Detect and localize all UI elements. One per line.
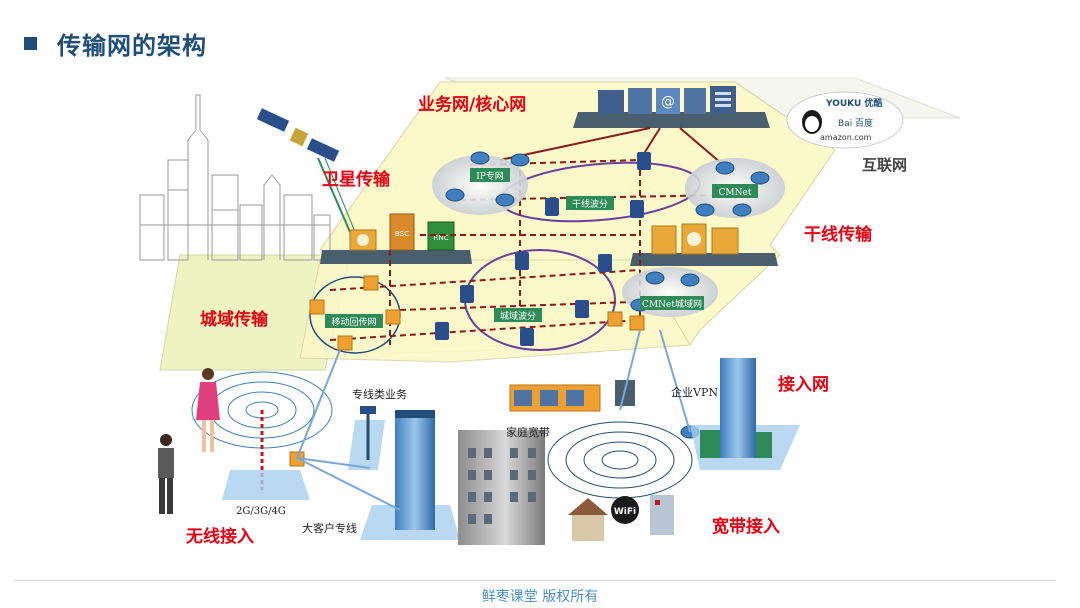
trunk-rail — [630, 253, 778, 266]
tag-cmnet-metro: CMNet城域网 — [640, 296, 704, 310]
leased-line-antenna-icon — [348, 406, 385, 470]
woman-figure — [196, 368, 220, 452]
satellite-icon — [256, 108, 356, 233]
tag-cmnet: CMNet — [712, 184, 758, 198]
small-office-icon — [650, 495, 674, 535]
core-rail — [573, 112, 770, 128]
label-enterprise-vpn: 企业VPN — [671, 385, 718, 399]
tag-ip-net: IP专网 — [470, 168, 510, 182]
title-bullet — [24, 37, 37, 50]
rnc-label: RNC — [434, 234, 449, 242]
svg-text:CMNet: CMNet — [719, 188, 752, 198]
metro-node-icons — [289, 275, 645, 467]
svg-text:WiFi: WiFi — [614, 507, 636, 517]
label-access-net: 接入网 — [778, 374, 829, 395]
tag-mobile-backhaul: 移动回传网 — [325, 314, 383, 328]
label-leased-line-service: 专线类业务 — [352, 387, 407, 401]
label-mobile-gen: 2G/3G/4G — [236, 506, 286, 517]
footer-divider — [14, 580, 1056, 581]
baidu-logo: Bai 百度 — [838, 117, 873, 129]
home-broadband-shops-icon — [509, 380, 635, 412]
svg-text:城域波分: 城域波分 — [500, 310, 536, 322]
svg-text:@: @ — [661, 94, 675, 110]
core-servers-icon: @ — [598, 86, 736, 114]
wdm-node-icons — [435, 152, 651, 346]
amazon-logo: amazon.com — [820, 133, 872, 142]
youku-logo: YOUKU 优酷 — [825, 97, 882, 109]
svg-text:移动回传网: 移动回传网 — [331, 316, 376, 328]
city-skyline — [139, 94, 331, 261]
label-trunk: 干线传输 — [804, 224, 873, 245]
man-figure — [158, 434, 174, 514]
broadband-rings — [547, 421, 693, 499]
enterprise-tower-icon — [690, 358, 800, 470]
apartment-building-icon — [458, 430, 545, 545]
satellite-rail — [320, 250, 472, 264]
label-internet: 互联网 — [862, 156, 907, 174]
cell-tower-icon — [191, 371, 333, 500]
left-plane — [159, 254, 351, 371]
tag-trunk-wdm: 干线波分 — [566, 196, 614, 210]
title-bar: 传输网的架构 — [24, 26, 207, 61]
footer-copyright: 鲜枣课堂 版权所有 — [481, 589, 599, 605]
bsc-label: BSC — [395, 230, 409, 238]
svg-text:IP专网: IP专网 — [476, 170, 504, 182]
house-icon — [568, 498, 608, 541]
tag-metro-wdm: 城域波分 — [494, 308, 542, 322]
label-big-customer: 大客户专线 — [302, 521, 357, 535]
internet-cloud: YOUKU 优酷 Bai 百度 amazon.com — [786, 91, 904, 149]
wifi-icon: WiFi — [611, 496, 639, 524]
label-metro: 城域传输 — [200, 309, 269, 330]
transport-network-diagram: @ YOUKU 优酷 Bai 百度 amazon.com BSC RNC — [139, 77, 961, 547]
label-satellite: 卫星传输 — [322, 169, 391, 190]
label-service-core: 业务网/核心网 — [418, 94, 526, 115]
trunk-rail-devices — [651, 223, 739, 255]
page-title: 传输网的架构 — [57, 32, 207, 60]
access-uplinks — [296, 329, 691, 511]
svg-text:CMNet城域网: CMNet城域网 — [642, 298, 702, 310]
label-home-broadband: 家庭宽带 — [506, 425, 550, 439]
label-wireless: 无线接入 — [185, 526, 254, 547]
svg-text:干线波分: 干线波分 — [572, 198, 608, 210]
label-broadband: 宽带接入 — [712, 516, 780, 537]
customer-building-icon — [360, 410, 460, 540]
